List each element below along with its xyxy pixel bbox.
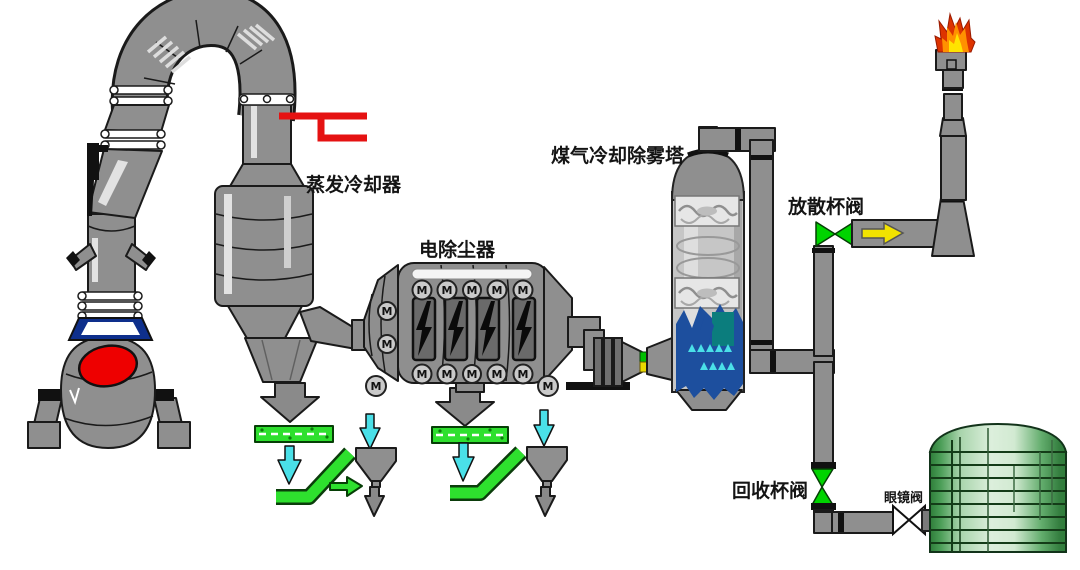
svg-text:M: M — [518, 368, 529, 381]
throat-ring-yellow — [639, 361, 648, 373]
rib-band — [146, 35, 192, 74]
svg-text:M: M — [417, 368, 428, 381]
svg-text:M: M — [417, 284, 428, 297]
vent-riser-pipe — [813, 245, 834, 357]
dust-out-arrow-icon — [364, 486, 385, 517]
gas-cooling-demister-tower — [670, 126, 746, 411]
demister-band — [674, 277, 740, 309]
venturi-scrubber — [566, 316, 673, 390]
lightning-icon — [416, 301, 432, 356]
dust-hopper — [355, 447, 397, 517]
motor-icon: M — [411, 279, 433, 301]
dust-out-arrow-icon — [535, 486, 556, 517]
dust-discharge-esp — [431, 387, 568, 517]
spray-splash — [688, 344, 735, 370]
converter — [27, 335, 191, 449]
gas-holder — [928, 422, 1068, 553]
motor-icon: M — [462, 364, 482, 384]
hood-flange-rings — [77, 291, 143, 321]
esp-field-panel — [443, 296, 469, 362]
goggle-valve-icon — [892, 503, 926, 537]
water-flush-arrow-icon — [533, 409, 555, 447]
recovery-cup-valve-icon — [811, 468, 834, 506]
evaporative-cooler — [214, 93, 319, 383]
label-recovery-cup-valve: 回收杯阀 — [732, 479, 808, 502]
svg-text:M: M — [467, 284, 478, 297]
downcomer-pipe — [749, 139, 774, 363]
electrostatic-precipitator: M M M M M M M M M M M M M M — [363, 262, 573, 397]
lightning-icon — [516, 301, 532, 356]
tower-water — [676, 304, 743, 400]
motor-icon: M — [411, 363, 433, 385]
water-inlet-line — [279, 112, 367, 142]
drag-chute — [450, 446, 527, 501]
conveyor — [431, 426, 509, 444]
lightning-icon — [480, 301, 496, 356]
esp-field-panel — [411, 296, 437, 362]
motor-icon: M — [377, 301, 397, 321]
dust-hopper — [526, 446, 568, 517]
motor-icon: M — [486, 279, 508, 301]
label-electrostatic-precipitator: 电除尘器 — [419, 238, 496, 261]
dust-down-arrow-icon — [435, 387, 495, 427]
water-flush-arrow-icon — [452, 442, 475, 482]
svg-text:M: M — [442, 284, 453, 297]
motor-icon: M — [512, 279, 534, 301]
svg-text:M: M — [442, 368, 453, 381]
rib-band — [236, 23, 276, 51]
cooler-dust-bin — [244, 337, 319, 383]
label-goggle-valve: 眼镜阀 — [884, 490, 923, 506]
svg-text:M: M — [467, 368, 478, 381]
motor-icon: M — [377, 334, 397, 354]
arch-duct — [110, 0, 297, 122]
svg-text:M: M — [543, 380, 554, 393]
esp-field-panel — [475, 296, 501, 362]
svg-text:M: M — [492, 284, 503, 297]
throat-ring-green — [639, 351, 648, 363]
dust-down-arrow-icon — [260, 382, 320, 423]
inclined-duct — [87, 85, 173, 219]
converter-mouth — [77, 344, 139, 388]
flare-stack — [931, 12, 976, 257]
motor-icon: M — [486, 363, 508, 385]
svg-text:M: M — [492, 368, 503, 381]
cooler-top-flange — [238, 93, 296, 106]
svg-text:M: M — [382, 305, 393, 318]
flow-arrow-icon — [861, 221, 905, 246]
lance — [87, 143, 99, 216]
dust-discharge-cooler — [254, 382, 397, 517]
recovery-branch-pipe — [813, 361, 834, 467]
drag-chute — [276, 447, 356, 505]
trunnion — [38, 389, 66, 401]
lightning-icon — [448, 301, 464, 356]
duct-flange-rings — [109, 85, 173, 106]
water-flush-arrow-icon — [359, 413, 381, 450]
water-flush-arrow-icon — [277, 445, 302, 485]
motor-icon: M — [436, 279, 458, 301]
flame-icon — [934, 12, 976, 53]
vent-cup-valve-icon — [815, 221, 855, 247]
motor-icon: M — [365, 375, 387, 397]
motor-icon: M — [436, 363, 458, 385]
duct-flange-rings — [100, 129, 166, 150]
motor-icon: M — [512, 363, 534, 385]
svg-text:M: M — [371, 380, 382, 393]
label-gas-cooling-demister-tower: 煤气冷却除雾塔 — [551, 144, 685, 167]
motor-icon: M — [537, 375, 559, 397]
esp-field-panel — [511, 296, 537, 362]
motor-icon: M — [462, 280, 482, 300]
gas-piping — [698, 127, 939, 537]
converter-hood — [66, 213, 156, 341]
flow-right-arrow-icon — [329, 476, 363, 497]
conveyor — [254, 425, 334, 443]
label-vent-cup-valve: 放散杯阀 — [787, 195, 864, 218]
svg-text:M: M — [518, 284, 529, 297]
label-evaporative-cooler: 蒸发冷却器 — [306, 173, 402, 196]
demister-band — [674, 195, 740, 227]
svg-text:M: M — [382, 338, 393, 351]
